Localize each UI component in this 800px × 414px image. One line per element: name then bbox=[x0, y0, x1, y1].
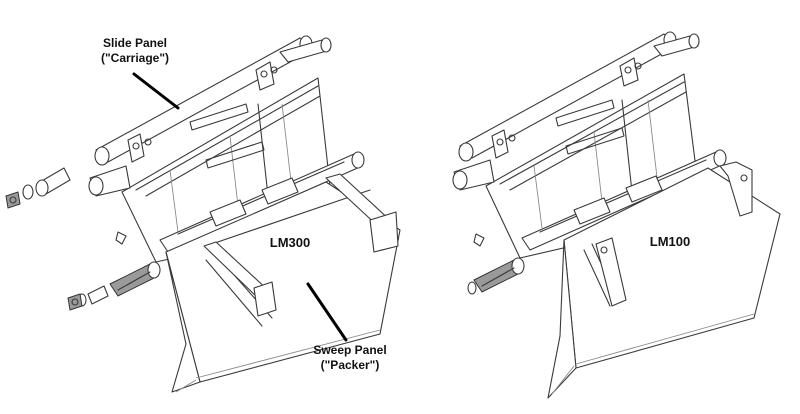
model-label-lm100: LM100 bbox=[649, 234, 691, 249]
sweep-panel-label: Sweep Panel bbox=[313, 343, 387, 357]
lm100-assembly bbox=[452, 31, 781, 399]
lm100-mid-shaft bbox=[521, 149, 727, 251]
lm100-sweep-panel bbox=[547, 161, 781, 399]
lm300-bottom-cylinder bbox=[109, 261, 161, 297]
lm100-rear-cylinder bbox=[653, 33, 700, 57]
sweep-panel-callout: Sweep Panel ("Packer") bbox=[290, 343, 410, 373]
lm300-hardware-top bbox=[5, 167, 71, 209]
lm300-rear-cylinder bbox=[279, 37, 332, 63]
model-label-lm300: LM300 bbox=[269, 235, 311, 250]
lm300-hardware-bottom bbox=[67, 285, 109, 311]
lm100-pin bbox=[473, 233, 485, 247]
lm300-mid-shaft bbox=[159, 151, 365, 253]
lm100-side-arm bbox=[452, 159, 495, 191]
lm100-bottom-cylinder bbox=[467, 257, 525, 295]
lm300-side-arm bbox=[88, 165, 131, 197]
lm300-assembly bbox=[5, 35, 401, 393]
lm300-pin bbox=[115, 231, 127, 245]
slide-panel-callout: Slide Panel ("Carriage") bbox=[80, 36, 190, 66]
sweep-panel-alias: ("Packer") bbox=[320, 358, 380, 372]
slide-panel-leader-line bbox=[132, 72, 180, 110]
slide-panel-alias: ("Carriage") bbox=[100, 51, 170, 65]
sweep-panel-leader-line bbox=[306, 282, 348, 342]
slide-panel-label: Slide Panel bbox=[102, 36, 168, 50]
